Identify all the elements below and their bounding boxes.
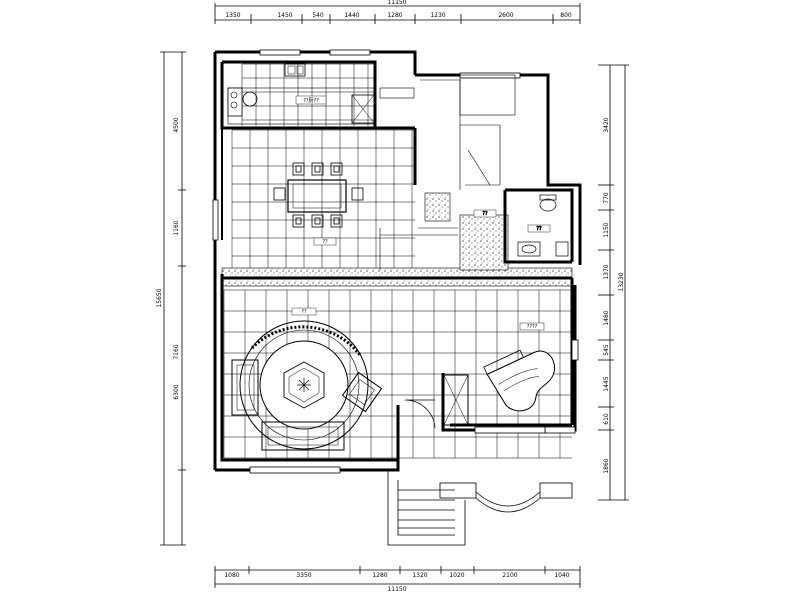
bottom-dim-7: 1040 xyxy=(554,572,569,579)
bottom-dimension-line: 1080 3350 1280 1320 1020 2100 1040 11150 xyxy=(214,566,581,593)
cabinet xyxy=(443,374,469,426)
bath-label: ?? xyxy=(536,226,542,232)
bottom-dim-3: 1280 xyxy=(372,572,387,579)
bottom-total-label: 11150 xyxy=(387,586,406,593)
kitchen-area: ??厨?? xyxy=(227,63,415,125)
bottom-dim-4: 1320 xyxy=(412,572,427,579)
right-dim-2: 770 xyxy=(603,192,610,204)
stove-burner-icon xyxy=(242,91,258,107)
right-dim-4: 1370 xyxy=(603,264,610,279)
dining-label: ?? xyxy=(322,239,328,245)
dining-chairs xyxy=(273,162,364,228)
right-dim-9: 1860 xyxy=(603,458,610,473)
windows xyxy=(212,49,579,474)
right-dimension-line: 3420 770 1150 1370 1480 545 1445 610 186… xyxy=(598,64,629,501)
right-dim-7: 1445 xyxy=(603,376,610,391)
left-dim-1: 4500 xyxy=(173,117,180,132)
bay-porch xyxy=(439,482,573,513)
right-dim-6: 545 xyxy=(603,344,610,356)
left-dimension-line: 4500 1160 7160 6300 15650 xyxy=(156,51,186,546)
left-dim-2: 1160 xyxy=(173,220,180,235)
top-dim-5: 1280 xyxy=(387,12,402,19)
left-dim-4: 6300 xyxy=(173,384,180,399)
top-dim-4: 1440 xyxy=(344,12,359,19)
dining-tile-grid xyxy=(231,129,415,268)
entrance-steps xyxy=(387,470,466,546)
left-total-label: 15650 xyxy=(156,288,163,307)
armchair-left xyxy=(231,359,259,416)
top-dim-8: 800 xyxy=(560,12,572,19)
top-dim-2: 1450 xyxy=(277,12,292,19)
stair-landing-stone xyxy=(459,214,509,271)
right-dim-3: 1150 xyxy=(603,222,610,237)
entry-door-swing xyxy=(404,399,436,429)
left-dim-3: 7160 xyxy=(173,344,180,359)
stair-top-stone xyxy=(424,192,451,222)
sofa-bottom xyxy=(261,421,345,451)
dining-table xyxy=(287,179,347,213)
stair-label: ?? xyxy=(482,211,488,217)
right-total-label: 13230 xyxy=(618,272,625,291)
toilet-icon xyxy=(539,198,557,212)
living-label: ?? xyxy=(301,309,307,315)
flower-icon xyxy=(297,378,311,392)
sink-icon xyxy=(284,63,306,77)
right-dim-5: 1480 xyxy=(603,310,610,325)
bottom-dim-2: 3350 xyxy=(296,572,311,579)
bottom-dim-6: 2100 xyxy=(502,572,517,579)
bottom-dim-5: 1020 xyxy=(449,572,464,579)
top-dim-3: 540 xyxy=(312,12,324,19)
top-dim-7: 2600 xyxy=(498,12,513,19)
armchair-right xyxy=(341,371,383,413)
top-dim-6: 1230 xyxy=(430,12,445,19)
right-dim-8: 610 xyxy=(603,413,610,425)
top-dim-1: 1350 xyxy=(225,12,240,19)
piano-area: ???? xyxy=(443,322,556,426)
top-dimension-line: 11150 1350 1450 540 1440 1280 1230 2600 … xyxy=(214,0,581,24)
refrigerator-icon xyxy=(351,94,375,124)
bathroom: ?? xyxy=(517,194,569,257)
coffee-table xyxy=(283,361,325,409)
dining-area: ?? xyxy=(273,162,364,246)
right-dim-1: 3420 xyxy=(603,117,610,132)
staircase: ?? xyxy=(379,74,516,270)
living-area: ?? xyxy=(231,307,383,451)
piano-icon xyxy=(483,349,556,412)
top-total-label: 11150 xyxy=(387,0,406,6)
kitchen-label: ??厨?? xyxy=(303,98,319,104)
bathroom-sink-icon xyxy=(517,241,541,257)
bottom-dim-1: 1080 xyxy=(224,572,239,579)
study-label: ???? xyxy=(527,324,538,330)
